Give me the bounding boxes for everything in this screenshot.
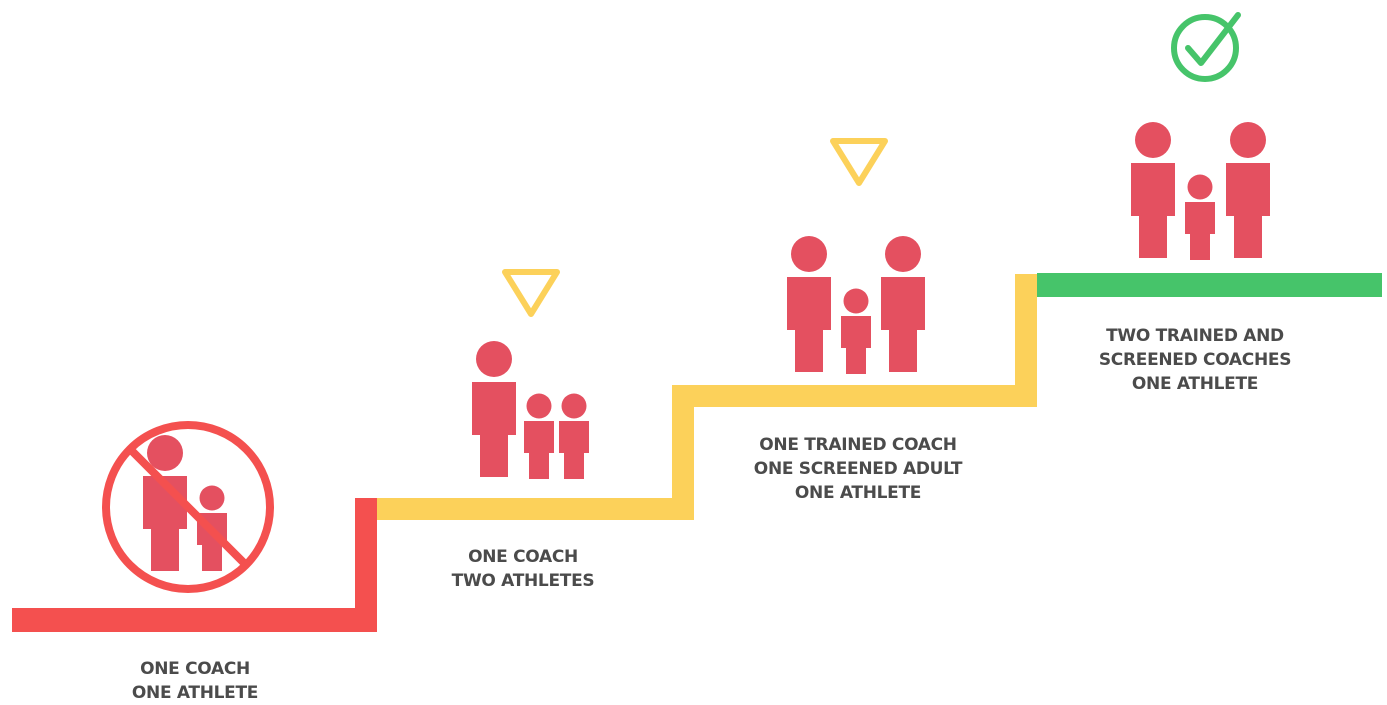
step-2-label-line-1: ONE COACH [468, 547, 578, 567]
step-4-label-line-2: SCREENED COACHES [1098, 350, 1292, 370]
step-1-label: ONE COACH ONE ATHLETE [80, 657, 310, 705]
stair-step-2 [377, 274, 1037, 520]
caution-triangle-icon [830, 138, 888, 186]
step-4-figures [1131, 122, 1270, 260]
step-2-figures [472, 341, 589, 479]
step-1-label-line-1: ONE COACH [140, 659, 250, 679]
step-1-label-line-2: ONE ATHLETE [131, 683, 259, 703]
checkmark-circle-icon [1171, 12, 1241, 82]
step-3-figures [787, 236, 925, 374]
step-4-label-line-3: ONE ATHLETE [1131, 374, 1259, 394]
step-2-label: ONE COACH TWO ATHLETES [408, 545, 638, 593]
step-4-label: TWO TRAINED AND SCREENED COACHES ONE ATH… [1055, 324, 1335, 396]
caution-triangle-icon [502, 269, 560, 317]
step-3-label-line-3: ONE ATHLETE [794, 483, 922, 503]
step-3-label-line-2: ONE SCREENED ADULT [753, 459, 963, 479]
step-3-label: ONE TRAINED COACH ONE SCREENED ADULT ONE… [713, 433, 1003, 505]
no-entry-icon [102, 421, 274, 593]
step-2-label-line-2: TWO ATHLETES [451, 571, 595, 591]
step-4-label-line-1: TWO TRAINED AND [1106, 326, 1284, 346]
step-3-label-line-1: ONE TRAINED COACH [759, 435, 957, 455]
